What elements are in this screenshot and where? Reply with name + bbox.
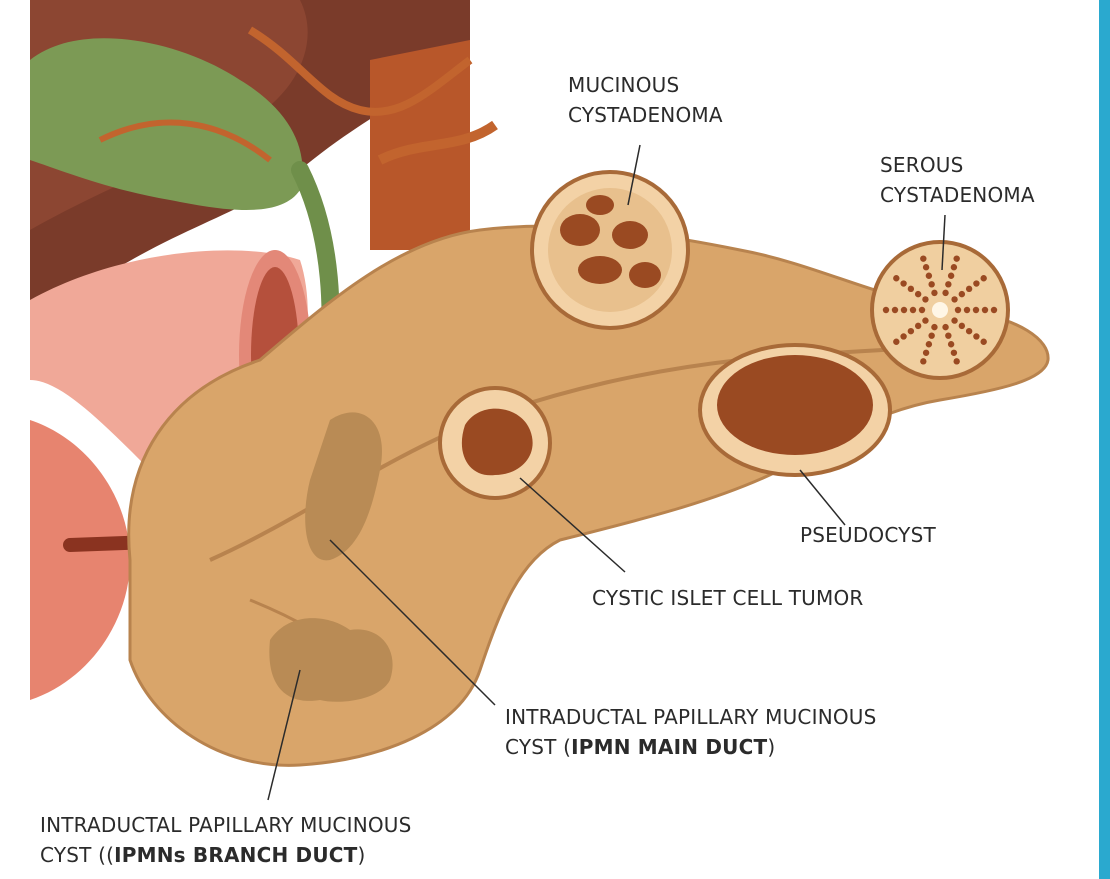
serous-microcyst — [991, 307, 997, 313]
mucinous-lobule — [560, 214, 600, 246]
serous-microcyst — [923, 350, 929, 356]
label-text: ) — [767, 735, 775, 759]
serous-microcyst — [951, 264, 957, 270]
serous-microcyst — [901, 307, 907, 313]
serous-microcyst — [951, 350, 957, 356]
serous-microcyst — [942, 290, 948, 296]
mucinous-lobule — [612, 221, 648, 249]
leader-pseudocyst — [800, 470, 845, 525]
label-bold-text: IPMN MAIN DUCT — [571, 735, 767, 759]
serous-microcyst — [919, 307, 925, 313]
serous-microcyst — [928, 332, 934, 338]
serous-microcyst — [951, 317, 957, 323]
mucinous-lobule — [629, 262, 661, 288]
serous-microcyst — [883, 307, 889, 313]
label-serous-cystadenoma: SEROUS CYSTADENOMA — [880, 150, 1035, 210]
serous-microcyst — [908, 286, 914, 292]
serous-microcyst — [910, 307, 916, 313]
serous-microcyst — [953, 358, 959, 364]
serous-microcyst — [973, 333, 979, 339]
pseudocyst-fluid — [717, 355, 873, 455]
label-line: MUCINOUS — [568, 70, 723, 100]
serous-microcyst — [922, 317, 928, 323]
serous-microcyst — [955, 307, 961, 313]
label-ipmn-branch-duct: INTRADUCTAL PAPILLARY MUCINOUS CYST ((IP… — [40, 810, 412, 870]
label-bold-text: IPMNs BRANCH DUCT — [114, 843, 357, 867]
label-line: CYSTADENOMA — [568, 100, 723, 130]
serous-microcyst — [915, 323, 921, 329]
label-line: INTRADUCTAL PAPILLARY MUCINOUS — [40, 810, 412, 840]
serous-microcyst — [945, 332, 951, 338]
serous-microcyst — [923, 264, 929, 270]
serous-microcyst — [973, 307, 979, 313]
serous-microcyst — [915, 291, 921, 297]
serous-microcyst — [951, 296, 957, 302]
label-ipmn-main-duct: INTRADUCTAL PAPILLARY MUCINOUS CYST (IPM… — [505, 702, 877, 762]
frame-stripe — [1099, 0, 1110, 879]
label-line: INTRADUCTAL PAPILLARY MUCINOUS — [505, 702, 877, 732]
label-line: PSEUDOCYST — [800, 520, 936, 550]
label-cystic-islet-cell-tumor: CYSTIC ISLET CELL TUMOR — [592, 583, 864, 613]
label-mucinous-cystadenoma: MUCINOUS CYSTADENOMA — [568, 70, 723, 130]
serous-microcyst — [900, 280, 906, 286]
duodenum-lower — [30, 420, 130, 700]
islet-cell-core — [462, 409, 533, 476]
serous-microcyst — [966, 328, 972, 334]
serous-microcyst — [893, 275, 899, 281]
serous-microcyst — [908, 328, 914, 334]
serous-microcyst — [892, 307, 898, 313]
label-text: CYST (( — [40, 843, 114, 867]
serous-microcyst — [900, 333, 906, 339]
serous-microcyst — [948, 273, 954, 279]
serous-microcyst — [953, 255, 959, 261]
serous-microcyst — [928, 281, 934, 287]
label-text: CYST ( — [505, 735, 571, 759]
serous-microcyst — [973, 280, 979, 286]
serous-microcyst — [980, 275, 986, 281]
mucinous-lobule — [586, 195, 614, 215]
serous-microcyst — [945, 281, 951, 287]
serous-microcyst — [964, 307, 970, 313]
serous-microcyst — [922, 296, 928, 302]
label-line: CYST (IPMN MAIN DUCT) — [505, 732, 877, 762]
serous-microcyst — [982, 307, 988, 313]
mucinous-lobule — [578, 256, 622, 284]
serous-microcyst — [931, 290, 937, 296]
serous-microcyst — [931, 324, 937, 330]
label-line: CYSTADENOMA — [880, 180, 1035, 210]
serous-microcyst — [948, 341, 954, 347]
serous-microcyst — [966, 286, 972, 292]
serous-microcyst — [920, 358, 926, 364]
serous-microcyst — [959, 323, 965, 329]
label-line: SEROUS — [880, 150, 1035, 180]
label-line: CYSTIC ISLET CELL TUMOR — [592, 583, 864, 613]
serous-microcyst — [926, 341, 932, 347]
serous-microcyst — [893, 339, 899, 345]
serous-microcyst — [980, 339, 986, 345]
serous-microcyst — [926, 273, 932, 279]
serous-microcyst — [920, 255, 926, 261]
label-line: CYST ((IPMNs BRANCH DUCT) — [40, 840, 412, 870]
label-pseudocyst: PSEUDOCYST — [800, 520, 936, 550]
serous-microcyst — [942, 324, 948, 330]
serous-microcyst — [959, 291, 965, 297]
serous-cyst-center — [932, 302, 948, 318]
label-text: ) — [358, 843, 366, 867]
